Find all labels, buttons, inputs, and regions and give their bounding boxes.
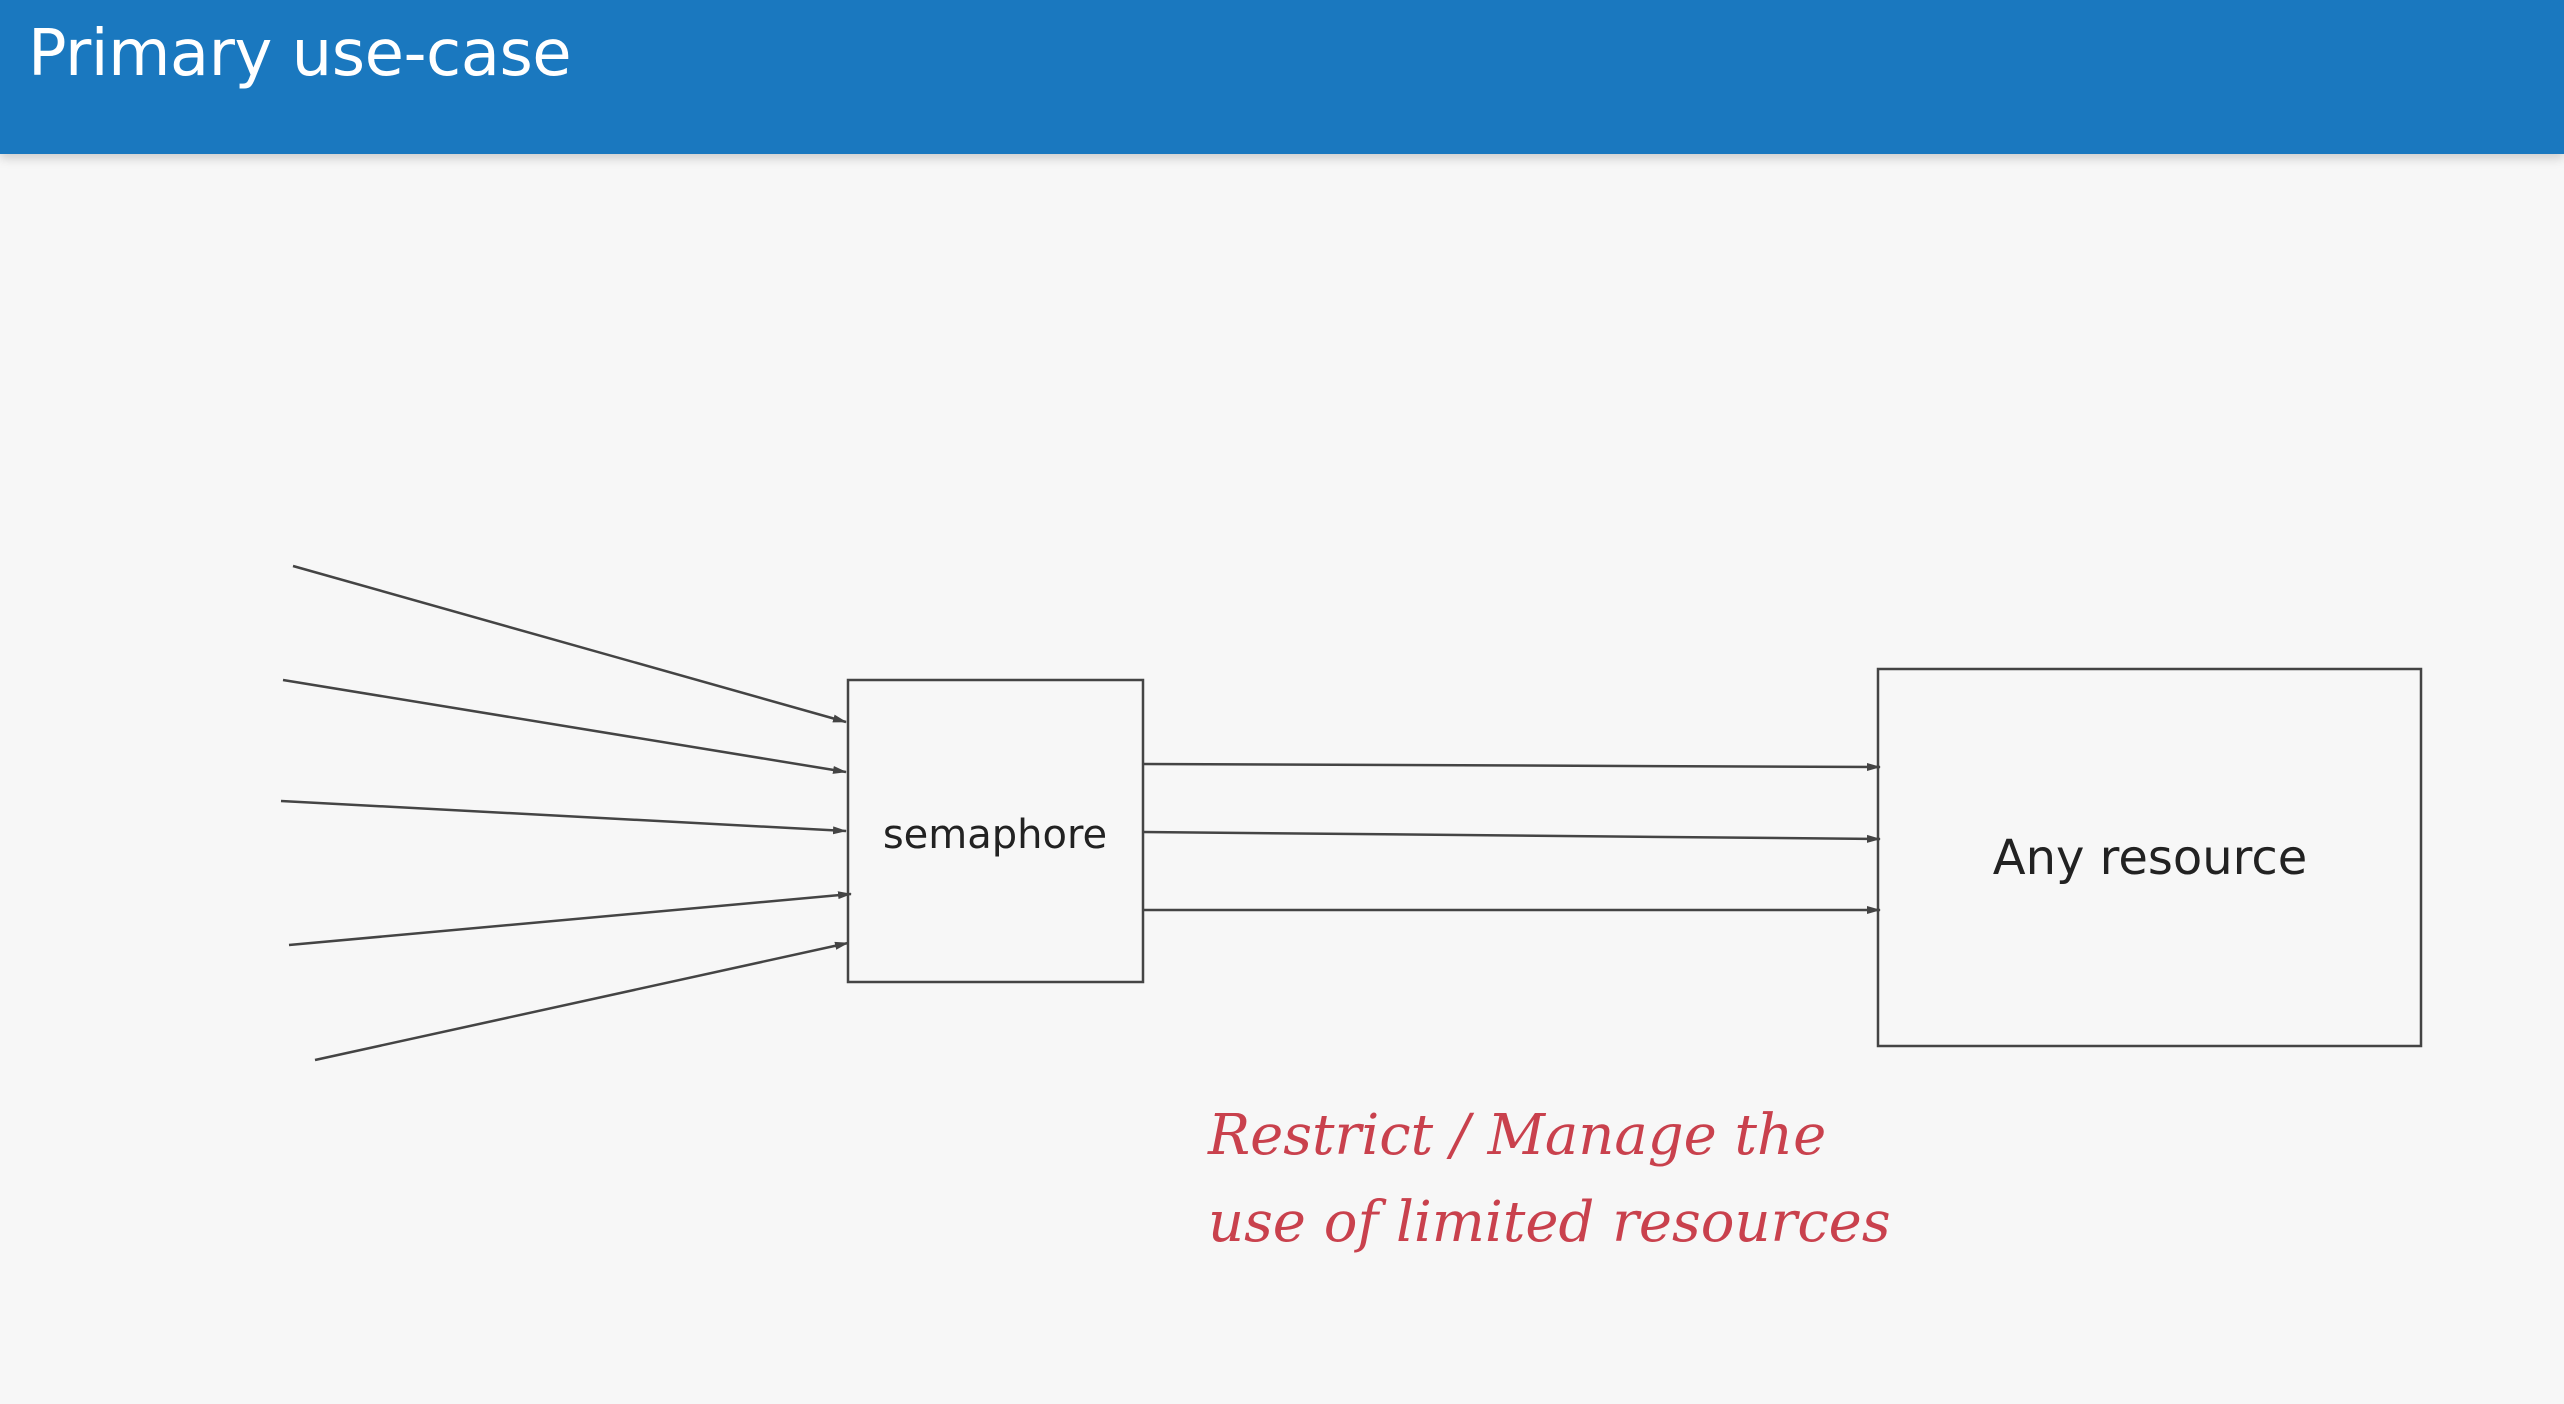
semaphore-box bbox=[846, 678, 1145, 984]
outgoing-arrow-2 bbox=[1142, 830, 1881, 843]
resource-label: Any resource bbox=[1993, 830, 2308, 886]
incoming-arrow-5 bbox=[314, 941, 849, 1062]
outgoing-arrow-1 bbox=[1142, 762, 1881, 771]
incoming-arrow-3 bbox=[280, 799, 847, 835]
incoming-arrow-1 bbox=[292, 564, 847, 724]
incoming-arrow-4 bbox=[288, 891, 852, 947]
note-line-2: use of limited resources bbox=[1208, 1190, 1891, 1255]
note-line-1: Restrict / Manage the bbox=[1207, 1103, 1826, 1168]
incoming-arrow-2 bbox=[282, 678, 847, 774]
semaphore-label: semaphore bbox=[883, 812, 1107, 858]
resource-box bbox=[1876, 667, 2423, 1048]
slide-title: Primary use-case bbox=[28, 17, 572, 91]
header-bar: Primary use-case bbox=[0, 0, 2564, 154]
